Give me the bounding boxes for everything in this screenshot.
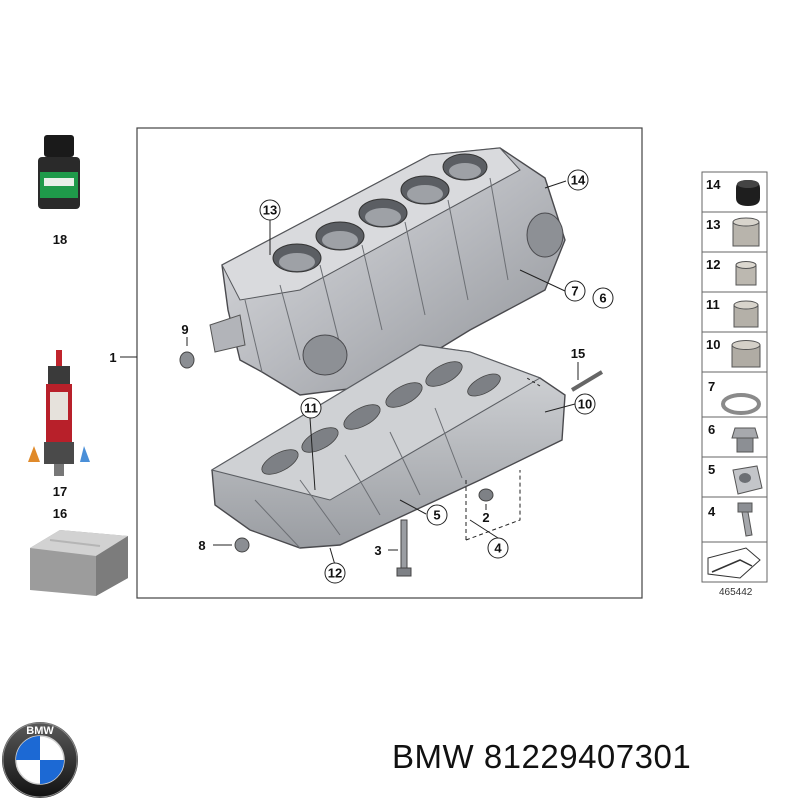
bedplate-illustration (210, 344, 566, 549)
callout-6: 6 (599, 291, 606, 306)
legend-number-12: 12 (706, 257, 720, 272)
callout-18: 18 (53, 232, 67, 247)
callout-16: 16 (53, 506, 67, 521)
callout-2: 2 (482, 510, 489, 525)
legend-number-14: 14 (706, 177, 721, 192)
callout-13: 13 (263, 203, 277, 218)
callout-17: 17 (53, 484, 67, 499)
circled-callouts: 13 14 7 6 11 10 5 4 12 (259, 169, 614, 584)
legend-number-10: 10 (706, 337, 720, 352)
thread-locker-bottle-18 (38, 135, 80, 209)
adhesive-syringe-17 (28, 350, 90, 476)
parts-box-16 (30, 530, 128, 596)
engine-block-illustration (209, 147, 566, 396)
legend-number-13: 13 (706, 217, 720, 232)
legend-number-7: 7 (708, 379, 715, 394)
callout-8: 8 (198, 538, 205, 553)
part-illustrations (179, 351, 604, 577)
callout-11: 11 (304, 401, 318, 416)
callout-10: 10 (578, 397, 592, 412)
callout-9: 9 (181, 322, 188, 337)
legend-number-5: 5 (708, 462, 715, 477)
leader-lines (120, 180, 579, 566)
main-frame (136, 127, 643, 599)
bmw-logo: BMW (2, 722, 78, 798)
callout-15: 15 (571, 346, 585, 361)
plain-callouts: 18 17 16 1 9 15 2 8 3 (53, 232, 585, 558)
brand-part-number: BMW 81229407301 (392, 738, 692, 775)
callout-3: 3 (374, 543, 381, 558)
callout-7: 7 (571, 284, 578, 299)
parts-legend: 14 13 12 11 10 7 6 5 4 (701, 171, 768, 598)
callout-5: 5 (433, 508, 440, 523)
callout-14: 14 (571, 173, 586, 188)
legend-number-4: 4 (708, 504, 716, 519)
callout-1: 1 (109, 350, 116, 365)
legend-number-6: 6 (708, 422, 715, 437)
callout-4: 4 (494, 541, 502, 556)
callout-12: 12 (328, 566, 342, 581)
legend-number-11: 11 (706, 297, 720, 312)
diagram-id: 465442 (719, 587, 753, 598)
logo-letters: BMW (26, 725, 54, 737)
